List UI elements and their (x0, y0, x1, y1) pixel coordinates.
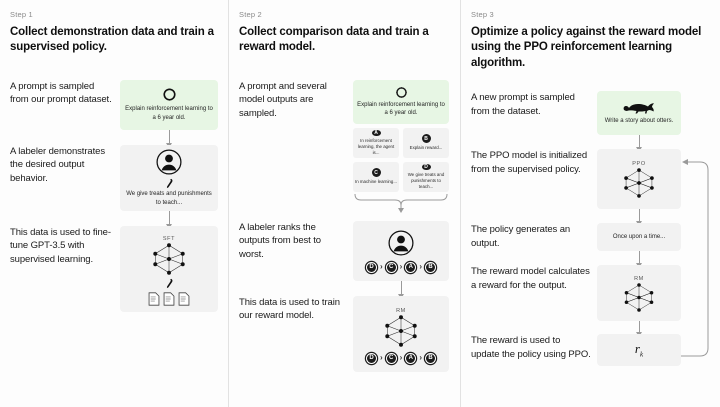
document-icon (178, 291, 190, 306)
brace-connector (353, 192, 449, 219)
step-2-labeler-card: D › C › A › B (353, 220, 449, 281)
model-outputs-grid: A In reinforcement learning, the agent i… (353, 127, 449, 192)
step-1-caption-2: A labeler demonstrates the desired outpu… (10, 145, 105, 185)
rank-badge-2: C (385, 261, 397, 273)
neural-network-icon (147, 242, 191, 276)
step-3-rm-card: RM (597, 264, 681, 321)
step-2-rm-card: RM (353, 295, 449, 372)
step-2-label: Step 2 (239, 10, 262, 19)
ppo-label: PPO (632, 161, 646, 168)
document-icon (148, 291, 160, 306)
step-3-caption-5: The reward is used to update the policy … (471, 334, 591, 360)
step-3-title: Optimize a policy against the reward mod… (471, 26, 702, 69)
output-option-b[interactable]: B Explain reward... (403, 127, 449, 158)
output-text: Explain reward... (409, 144, 443, 150)
person-avatar-icon (155, 148, 183, 176)
step-3-caption-1: A new prompt is sampled from the dataset… (471, 91, 575, 117)
output-option-a[interactable]: A In reinforcement learning, the agent i… (353, 127, 399, 158)
step-1-labeler-text: We give treats and punishments to teach.… (126, 191, 212, 206)
document-group (148, 291, 190, 306)
otter-icon (622, 100, 656, 115)
step-3-caption-4: The reward model calculates a reward for… (471, 265, 590, 291)
rank-badge-1: D (365, 352, 377, 364)
step-2-prompt-text: Explain reinforcement learning to a 6 ye… (357, 101, 445, 117)
output-badge: C (371, 168, 381, 178)
rank-badge-4: B (425, 352, 436, 364)
step-2-column: Step 2 Collect comparison data and train… (228, 0, 460, 407)
rank-separator: › (379, 353, 383, 363)
pencil-icon (165, 278, 174, 289)
step-1-prompt-card: Explain reinforcement learning to a 6 ye… (120, 79, 218, 130)
output-text: We give treats and punishments to teach.… (407, 171, 445, 189)
output-option-d[interactable]: D We give treats and punishments to teac… (403, 161, 449, 192)
step-3-output-card: Once upon a time... (597, 222, 681, 251)
step-2-caption-1: A prompt and several model outputs are s… (239, 80, 327, 120)
rank-badge-3: A (405, 261, 417, 273)
rm-label: RM (634, 275, 644, 282)
pencil-icon (165, 178, 174, 189)
output-badge: B (421, 134, 431, 144)
step-1-title: Collect demonstration data and train a s… (10, 26, 214, 54)
rm-label: RM (396, 307, 406, 314)
step-3-prompt-card: Write a story about otters. (597, 90, 681, 135)
output-option-c[interactable]: C In machine learning... (353, 161, 399, 192)
step-3-ppo-card: PPO (597, 148, 681, 209)
neural-network-icon (619, 282, 659, 313)
rank-badge-3: A (405, 352, 417, 364)
person-avatar-icon (387, 229, 415, 257)
step-2-caption-2: A labeler ranks the outputs from best to… (239, 221, 321, 261)
neural-network-icon (379, 314, 423, 348)
rank-badge-2: C (385, 352, 397, 364)
step-1-caption-1: A prompt is sampled from our prompt data… (10, 80, 112, 106)
reward-symbol: rk (634, 341, 644, 359)
step-3-output-text: Once upon a time... (612, 233, 666, 240)
labeler-ranking: D › C › A › B (365, 261, 436, 273)
sft-label: SFT (162, 235, 176, 242)
step-3-label: Step 3 (471, 10, 494, 19)
step-2-prompt-card: Explain reinforcement learning to a 6 ye… (353, 79, 449, 124)
step-3-reward-card: rk (597, 333, 681, 366)
output-text: In reinforcement learning, the agent is.… (357, 137, 395, 155)
step-1-label: Step 1 (10, 10, 33, 19)
output-badge: D (421, 163, 431, 171)
reward-subscript: k (639, 350, 644, 359)
rank-separator: › (419, 262, 422, 272)
step-3-column: Step 3 Optimize a policy against the rew… (460, 0, 720, 407)
step-3-caption-3: The policy generates an output. (471, 223, 571, 249)
step-2-caption-3: This data is used to train our reward mo… (239, 296, 340, 322)
document-icon (163, 291, 175, 306)
step-1-sft-card: SFT (120, 225, 218, 312)
output-text: In machine learning... (355, 178, 397, 184)
rm-ranking: D › C › A › B (365, 352, 436, 364)
rank-separator: › (379, 262, 383, 272)
circular-arrows-icon (162, 87, 177, 102)
step-3-caption-2: The PPO model is initialized from the su… (471, 149, 588, 175)
rank-badge-4: B (425, 261, 436, 273)
step-2-title: Collect comparison data and train a rewa… (239, 26, 429, 54)
rank-separator: › (419, 353, 422, 363)
step-1-labeler-card: We give treats and punishments to teach.… (120, 144, 218, 211)
step-1-column: Step 1 Collect demonstration data and tr… (0, 0, 228, 407)
rank-separator: › (399, 262, 403, 272)
circular-arrows-icon (395, 86, 408, 99)
step-1-caption-3: This data is used to fine-tune GPT-3.5 w… (10, 226, 111, 266)
output-badge: A (371, 129, 381, 137)
rank-separator: › (399, 353, 403, 363)
neural-network-icon (618, 167, 660, 199)
rank-badge-1: D (365, 261, 377, 273)
step-1-prompt-text: Explain reinforcement learning to a 6 ye… (125, 106, 213, 121)
step-3-prompt-text: Write a story about otters. (604, 118, 674, 125)
